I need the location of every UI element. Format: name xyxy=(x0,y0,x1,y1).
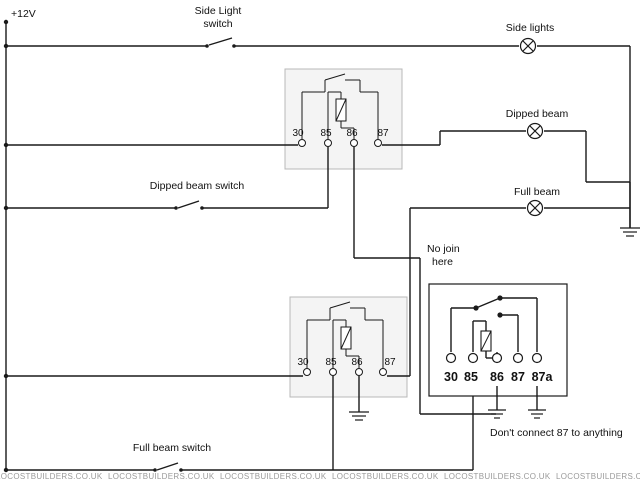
relay2-pin-30: 30 xyxy=(297,357,309,368)
watermark-4: LOCOSTBUILDERS.CO.UK xyxy=(332,472,439,480)
watermark-2: LOCOSTBUILDERS.CO.UK xyxy=(108,472,215,480)
side-light-switch-label-1: Side Light xyxy=(195,5,242,17)
relay-1 xyxy=(284,68,403,170)
dipped-beam-switch-label: Dipped beam switch xyxy=(150,180,245,192)
side-lights-lamp-icon xyxy=(519,37,537,55)
side-lights-label: Side lights xyxy=(506,22,554,34)
no-join-note-1: No join xyxy=(427,243,460,255)
relay3-pin-87: 87 xyxy=(511,370,525,384)
relay1-pin-87: 87 xyxy=(377,128,389,139)
watermark-strip: LOCOSTBUILDERS.CO.UK LOCOSTBUILDERS.CO.U… xyxy=(0,472,640,480)
relay2-pin-86: 86 xyxy=(351,357,363,368)
relay-2-wiring xyxy=(6,375,410,470)
full-beam-switch-label: Full beam switch xyxy=(133,442,211,454)
relay2-pin-87: 87 xyxy=(384,357,396,368)
dipped-beam-switch xyxy=(6,200,328,210)
full-beam-lamp-icon xyxy=(526,199,544,217)
relay-2 xyxy=(289,296,408,398)
relay3-pin-86: 86 xyxy=(490,370,504,384)
supply-rail xyxy=(3,19,9,473)
supply-label: +12V xyxy=(11,8,36,20)
watermark-1: LOCOSTBUILDERS.CO.UK xyxy=(0,472,103,480)
relay1-pin-85: 85 xyxy=(320,128,332,139)
relay1-pin-86: 86 xyxy=(346,128,358,139)
full-beam-label: Full beam xyxy=(514,186,560,198)
relay3-pin-85: 85 xyxy=(464,370,478,384)
watermark-5: LOCOSTBUILDERS.CO.UK xyxy=(444,472,551,480)
relay-3 xyxy=(428,283,568,397)
relay3-pin-87a: 87a xyxy=(532,370,554,384)
relay3-pin-30: 30 xyxy=(444,370,458,384)
relay1-pin-30: 30 xyxy=(292,128,304,139)
lamp-ground-icon xyxy=(620,182,640,237)
full-beam-feed xyxy=(409,207,630,376)
watermark-3: LOCOSTBUILDERS.CO.UK xyxy=(220,472,327,480)
dipped-beam-lamp-icon xyxy=(526,122,544,140)
relay2-pin-85: 85 xyxy=(325,357,337,368)
side-light-switch-label-2: switch xyxy=(203,18,232,30)
relay-3-grounds xyxy=(488,386,546,419)
watermark-6: LOCOSTBUILDERS.CO.UK xyxy=(556,472,640,480)
dipped-beam-label: Dipped beam xyxy=(506,108,569,120)
no-join-note-2: here xyxy=(432,256,453,268)
dont-connect-note: Don't connect 87 to anything xyxy=(490,427,623,439)
relay-1-wiring xyxy=(6,130,630,415)
